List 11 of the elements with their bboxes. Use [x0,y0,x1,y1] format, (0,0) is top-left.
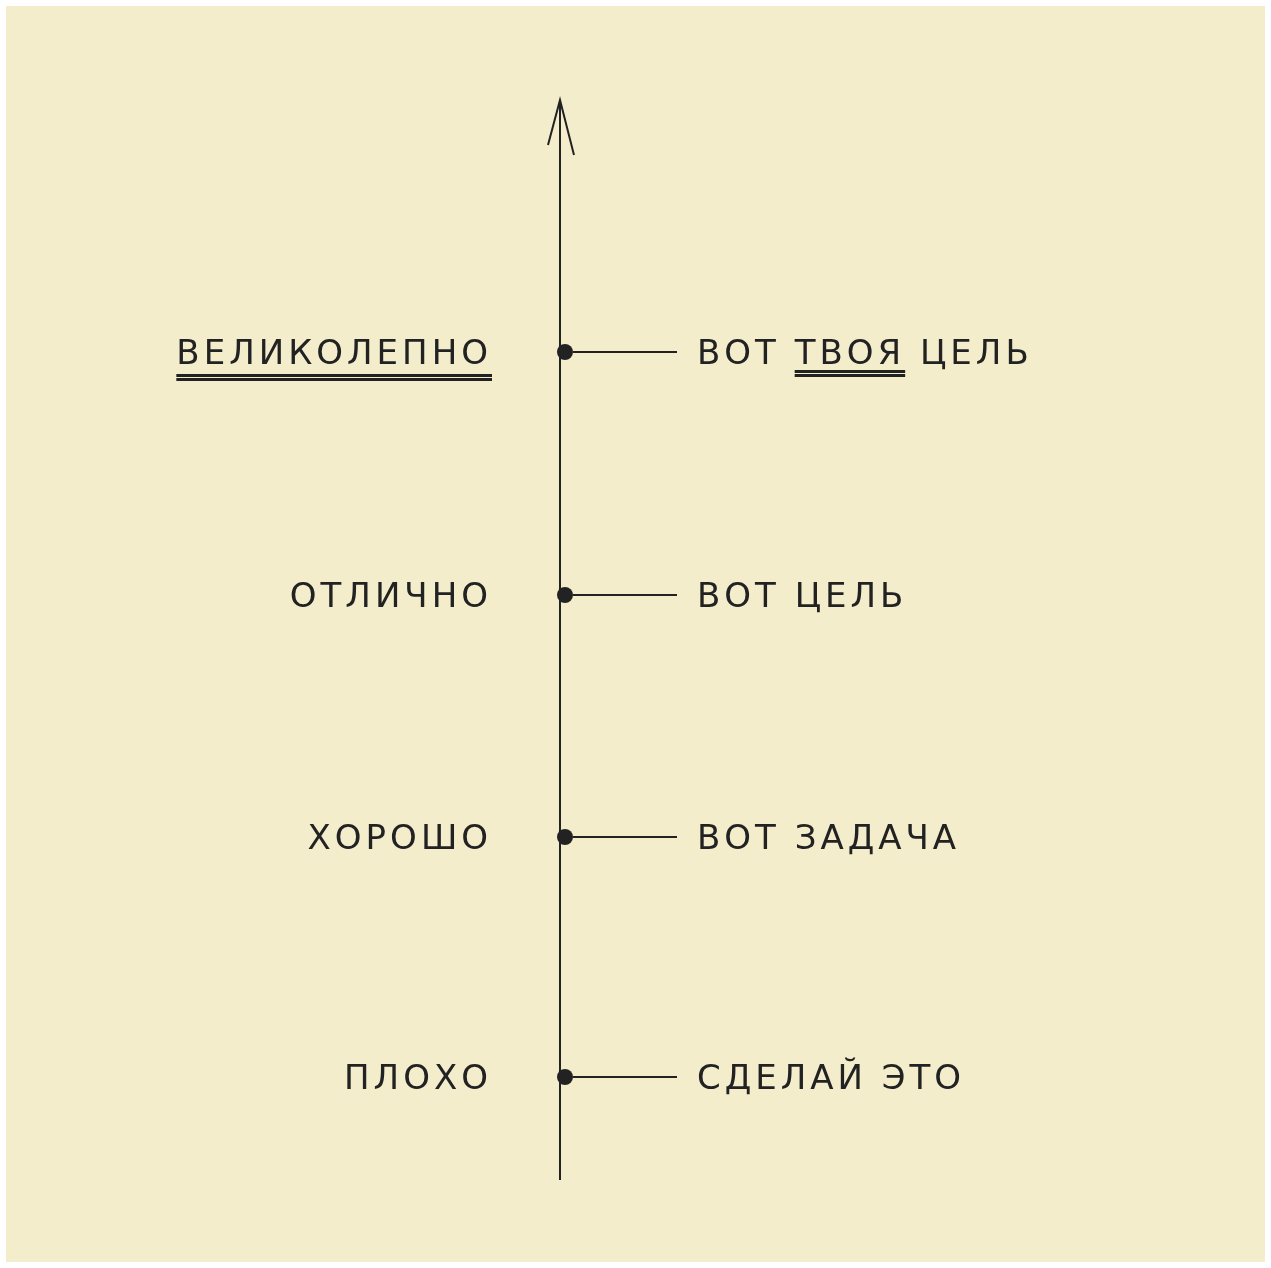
goal-text: ВОТ ТВОЯ ЦЕЛЬ [697,330,1033,374]
scale-label: ХОРОШО [307,816,492,859]
leader-line [572,351,678,353]
goal-text: ВОТ ЦЕЛЬ [697,573,908,617]
leader-line [572,1076,678,1078]
goal-text: СДЕЛАЙ ЭТО [697,1055,966,1099]
scale-label: ОТЛИЧНО [289,574,492,617]
goal-text: ВОТ ЗАДАЧА [697,815,961,859]
leader-line [572,836,678,838]
scale-label: ПЛОХО [344,1056,492,1099]
leader-line [572,594,678,596]
